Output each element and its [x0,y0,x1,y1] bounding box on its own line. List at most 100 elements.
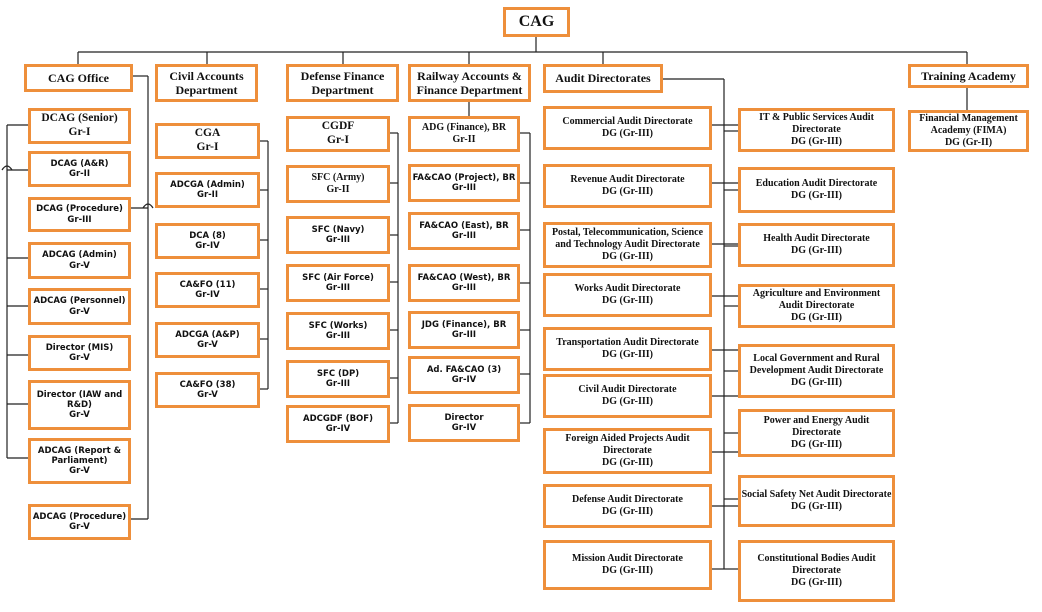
item-name: Foreign Aided Projects Audit Directorate [565,433,690,456]
defense-finance-title: Defense Finance Department [300,68,385,97]
item-name: IT & Public Services Audit Directorate [759,112,874,135]
cag-office-item: DCAG (Procedure) Gr-III [28,197,131,232]
item-name: Postal, Telecommunication, Science and T… [551,227,704,250]
civil-accounts-item: ADCGA (Admin) Gr-II [155,172,260,208]
item-grade: Gr-V [69,466,90,477]
item-name: Director [444,412,484,423]
item-grade: DG (Gr-III) [790,312,842,323]
audit-directorate-box: Social Safety Net Audit Directorate DG (… [738,475,895,527]
cag-office-title: CAG Office [48,70,109,85]
item-grade: Gr-V [69,410,90,421]
item-name: SFC (Works) [308,320,368,331]
audit-directorate-box: Foreign Aided Projects Audit Directorate… [543,428,712,474]
audit-directorate-box: Transportation Audit Directorate DG (Gr-… [543,327,712,371]
item-name: JDG (Finance), BR [421,319,507,330]
audit-directorate-box: Power and Energy Audit Directorate DG (G… [738,409,895,457]
item-grade: Gr-IV [451,375,477,385]
item-grade: Gr-II [326,184,350,195]
defense-finance-item: SFC (Army) Gr-II [286,165,390,203]
item-grade: DG (Gr-III) [790,377,842,388]
item-grade: DG (Gr-III) [601,396,653,407]
civil-accounts-item: DCA (8) Gr-IV [155,223,260,259]
defense-finance-item: CGDF Gr-I [286,116,390,152]
item-name: DCAG (Senior) [41,112,118,125]
training-academy-item: Financial Management Academy (FIMA) DG (… [908,110,1029,152]
railway-item: FA&CAO (Project), BR Gr-III [408,164,520,202]
item-name: SFC (Navy) [311,224,365,235]
item-grade: Gr-V [197,390,218,400]
cag-root-node: CAG [503,7,570,37]
item-grade: DG (Gr-III) [601,506,653,517]
item-name: Health Audit Directorate [763,233,870,244]
item-name: Director (IAW and R&D) [36,389,123,410]
cag-office-item: Director (IAW and R&D) Gr-V [28,380,131,430]
defense-finance-header: Defense Finance Department [286,64,399,102]
civil-accounts-item: CA&FO (11) Gr-IV [155,272,260,308]
item-grade: DG (Gr-III) [790,501,842,512]
item-name: ADCAG (Admin) [42,250,117,261]
item-grade: Gr-III [451,283,477,293]
item-name: DCAG (Procedure) [36,204,123,215]
item-name: ADCGDF (BOF) [303,413,373,424]
item-name: CA&FO (11) [179,279,236,290]
defense-finance-item: SFC (DP) Gr-III [286,360,390,398]
item-grade: Gr-III [451,183,477,193]
item-grade: DG (Gr-III) [790,245,842,256]
item-grade: Gr-III [451,231,477,241]
item-grade: Gr-III [451,330,477,340]
item-name: Revenue Audit Directorate [570,174,685,185]
item-name: Works Audit Directorate [574,283,681,294]
item-name: Agriculture and Environment Audit Direct… [752,288,881,311]
railway-item: FA&CAO (West), BR Gr-III [408,264,520,302]
item-grade: Gr-IV [451,423,477,433]
item-grade: Gr-III [325,235,351,245]
item-grade: DG (Gr-II) [944,137,993,148]
item-grade: Gr-V [69,353,90,363]
cag-office-header: CAG Office [24,64,133,92]
audit-directorate-box: Revenue Audit Directorate DG (Gr-III) [543,164,712,208]
cag-office-item: ADCAG (Procedure) Gr-V [28,504,131,540]
civil-accounts-item: CA&FO (38) Gr-V [155,372,260,408]
cag-root-label: CAG [518,13,555,31]
item-name: Transportation Audit Directorate [556,337,699,348]
item-grade: Gr-V [69,306,90,317]
civil-accounts-item: CGA Gr-I [155,123,260,159]
defense-finance-item: SFC (Navy) Gr-III [286,216,390,254]
item-grade: Gr-III [325,379,351,389]
item-name: FA&CAO (East), BR [419,220,509,231]
item-grade: Gr-IV [195,241,220,251]
cag-office-item: ADCAG (Personnel) Gr-V [28,288,131,325]
item-name: Civil Audit Directorate [578,384,677,395]
audit-directorate-box: Postal, Telecommunication, Science and T… [543,222,712,268]
railway-title: Railway Accounts & Finance Department [416,68,523,97]
item-grade: DG (Gr-III) [601,295,653,306]
item-grade: Gr-I [327,134,349,146]
audit-directorate-box: Commercial Audit Directorate DG (Gr-III) [543,106,712,150]
railway-item: Ad. FA&CAO (3) Gr-IV [408,356,520,394]
railway-header: Railway Accounts & Finance Department [408,64,531,102]
audit-directorates-title: Audit Directorates [555,71,651,86]
item-grade: Gr-V [69,260,90,271]
cag-office-item: DCAG (A&R) Gr-II [28,151,131,187]
railway-item: Director Gr-IV [408,404,520,442]
item-name: CA&FO (38) [179,379,236,390]
audit-directorate-box: IT & Public Services Audit Directorate D… [738,108,895,152]
item-name: Financial Management Academy (FIMA) [919,113,1018,136]
audit-directorate-box: Agriculture and Environment Audit Direct… [738,284,895,328]
item-grade: Gr-IV [195,290,220,300]
item-grade: DG (Gr-III) [790,577,842,588]
civil-accounts-header: Civil Accounts Department [155,64,258,102]
item-name: DCA (8) [189,230,226,241]
item-grade: DG (Gr-III) [790,190,842,201]
audit-directorate-box: Education Audit Directorate DG (Gr-III) [738,167,895,213]
item-name: ADCGA (Admin) [170,179,245,190]
item-grade: Gr-IV [325,424,351,434]
item-grade: DG (Gr-III) [790,439,842,450]
item-grade: Gr-V [197,340,218,350]
civil-accounts-item: ADCGA (A&P) Gr-V [155,322,260,358]
audit-directorate-box: Health Audit Directorate DG (Gr-III) [738,223,895,267]
item-name: Defense Audit Directorate [572,494,683,505]
defense-finance-item: SFC (Air Force) Gr-III [286,264,390,302]
item-name: Mission Audit Directorate [572,553,683,564]
